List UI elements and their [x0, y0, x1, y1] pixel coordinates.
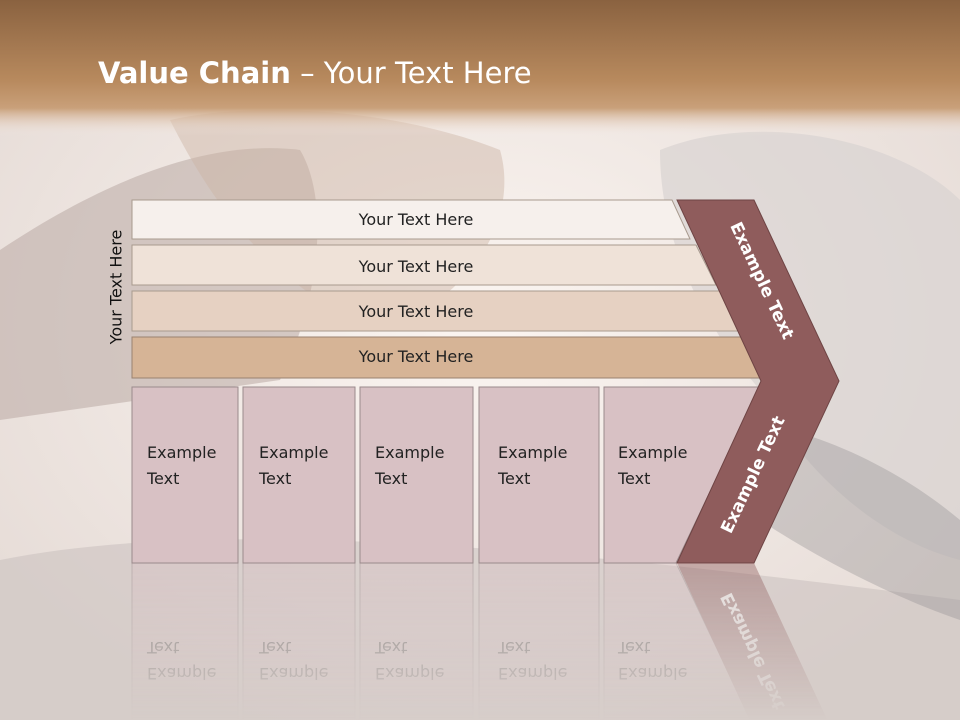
primary-box-1-line2: Text	[146, 469, 179, 488]
reflection-box-4-line1: Example	[498, 664, 567, 683]
primary-box-3: Example Text	[359, 386, 474, 564]
support-row-1: Your Text Here	[131, 199, 691, 240]
primary-box-3-line2: Text	[374, 469, 407, 488]
reflection-box-5-line1: Example	[618, 664, 687, 683]
primary-box-1: Example Text	[131, 386, 239, 564]
support-row-3: Your Text Here	[131, 290, 740, 332]
reflection-box-2-line1: Example	[259, 664, 328, 683]
support-row-3-label: Your Text Here	[358, 302, 474, 321]
primary-box-2-line1: Example	[259, 443, 328, 462]
primary-box-1-line1: Example	[147, 443, 216, 462]
primary-box-4-line1: Example	[498, 443, 567, 462]
reflection: Example Text Example Text Example Text E…	[131, 562, 828, 720]
slide-title: Value Chain – Your Text Here	[98, 56, 532, 90]
primary-box-4-line2: Text	[497, 469, 530, 488]
primary-box-5-line2: Text	[617, 469, 650, 488]
slide-title-bold: Value Chain	[98, 56, 291, 90]
primary-box-1-shape	[131, 386, 239, 564]
primary-box-2: Example Text	[242, 386, 356, 564]
reflection-box-2-line2: Text	[258, 638, 291, 657]
primary-box-3-line1: Example	[375, 443, 444, 462]
support-row-2-label: Your Text Here	[358, 257, 474, 276]
primary-box-2-shape	[242, 386, 356, 564]
primary-box-4: Example Text	[478, 386, 600, 564]
support-row-2: Your Text Here	[131, 244, 717, 286]
reflection-box-3-line1: Example	[375, 664, 444, 683]
reflection-box-1-line1: Example	[147, 664, 216, 683]
support-row-1-label: Your Text Here	[358, 210, 474, 229]
support-row-1-shape	[131, 199, 691, 240]
reflection-box-1-line2: Text	[146, 638, 179, 657]
support-row-4-label: Your Text Here	[358, 347, 474, 366]
slide-title-rest: – Your Text Here	[290, 56, 532, 90]
reflection-box-4-line2: Text	[497, 638, 530, 657]
primary-box-3-shape	[359, 386, 474, 564]
reflection-box-5-line2: Text	[617, 638, 650, 657]
support-row-4: Your Text Here	[131, 336, 764, 379]
primary-box-5-line1: Example	[618, 443, 687, 462]
primary-box-2-line2: Text	[258, 469, 291, 488]
reflection-box-3-line2: Text	[374, 638, 407, 657]
primary-box-4-shape	[478, 386, 600, 564]
